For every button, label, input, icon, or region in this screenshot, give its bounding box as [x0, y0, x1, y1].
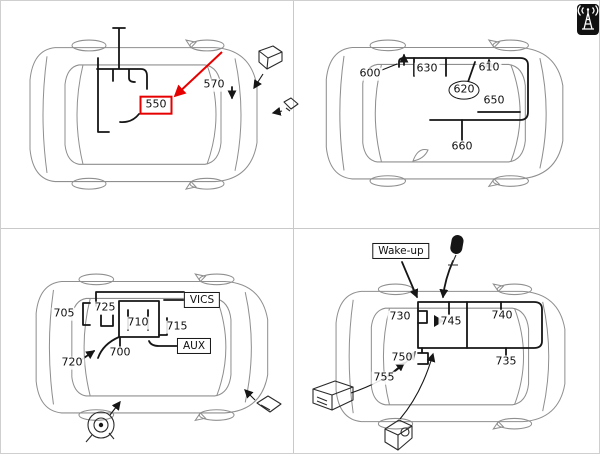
callout-600[interactable]: 600: [357, 66, 383, 81]
pointer-arrow-550: [173, 51, 223, 98]
clip-part-icon: [271, 97, 299, 116]
callout-710[interactable]: 710: [125, 315, 151, 330]
callout-740[interactable]: 740: [489, 308, 515, 323]
callout-630[interactable]: 630: [414, 61, 440, 76]
wiring-harness-q1: [96, 27, 237, 133]
car-outline-q1: [29, 39, 258, 190]
connector-part-icon: [253, 45, 283, 90]
callout-750[interactable]: 750: [389, 350, 415, 365]
antenna-signal-icon: [577, 4, 599, 35]
callout-610[interactable]: 610: [476, 60, 502, 75]
microphone-icon: [448, 235, 464, 266]
callout-720[interactable]: 720: [59, 355, 85, 370]
label-wake-up: Wake-up: [372, 242, 430, 260]
callout-550[interactable]: 550: [139, 95, 173, 115]
callout-660[interactable]: 660: [449, 139, 475, 154]
callout-745[interactable]: 745: [438, 314, 464, 329]
label-aux: AUX: [176, 337, 212, 355]
callout-735[interactable]: 735: [493, 354, 519, 369]
callout-570[interactable]: 570: [201, 77, 227, 92]
quadrant-2: [325, 39, 564, 187]
quadrant-4: [312, 235, 566, 451]
callout-650[interactable]: 650: [481, 93, 507, 108]
callout-725[interactable]: 725: [92, 300, 118, 315]
car-outline-q3: [35, 273, 269, 421]
callout-715[interactable]: 715: [164, 319, 190, 334]
speaker-icon: [85, 400, 121, 443]
roof-antenna-fin: [412, 149, 429, 162]
callout-730[interactable]: 730: [387, 309, 413, 324]
callout-705[interactable]: 705: [51, 306, 77, 321]
camera-icon: [384, 352, 436, 451]
callout-620[interactable]: 620: [448, 80, 480, 100]
bracket-part-icon: [244, 389, 282, 413]
callout-700[interactable]: 700: [107, 345, 133, 360]
callout-755[interactable]: 755: [371, 370, 397, 385]
car-outline-q4: [335, 283, 566, 430]
quadrant-1: [29, 27, 299, 190]
label-vics: VICS: [183, 291, 221, 309]
